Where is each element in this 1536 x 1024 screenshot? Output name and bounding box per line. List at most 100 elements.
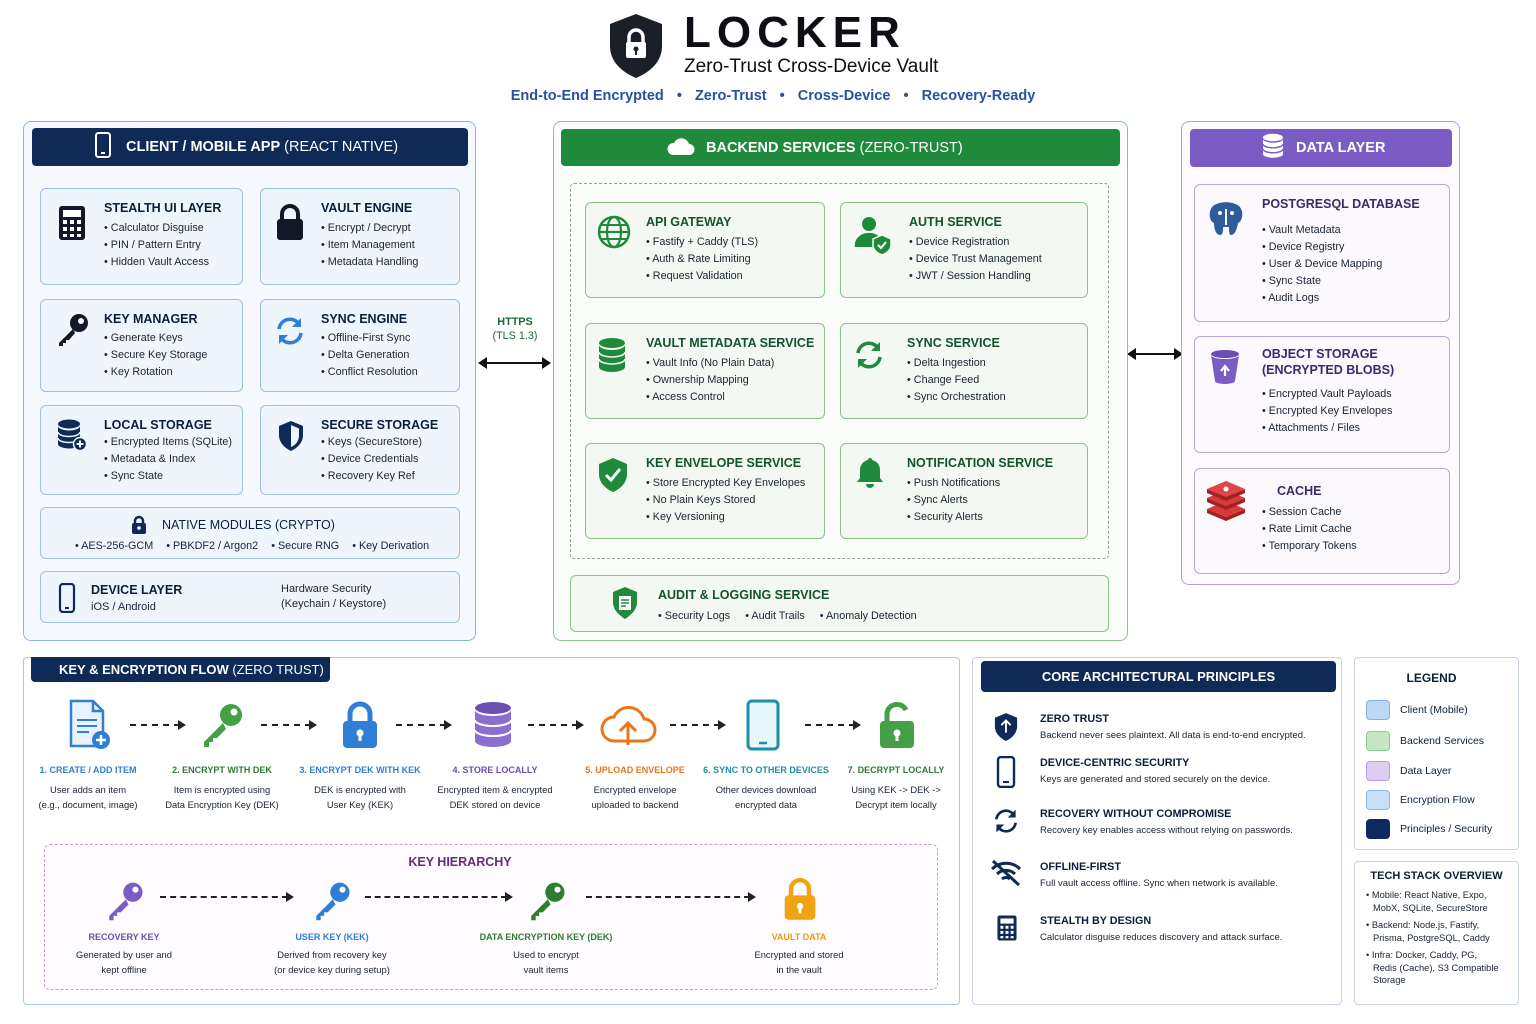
hierarchy-text-line: Derived from recovery key — [277, 949, 387, 960]
database-icon — [597, 337, 627, 378]
phone-icon — [58, 582, 76, 618]
native-item: PBKDF2 / Argon2 — [172, 540, 259, 552]
data-card: POSTGRESQL DATABASE Vault MetadataDevice… — [1194, 184, 1450, 322]
card-item: Metadata Handling — [321, 254, 419, 271]
lock-icon — [330, 695, 390, 755]
backend-title-suffix: (ZERO-TRUST) — [855, 139, 963, 156]
card-item: Item Management — [321, 237, 418, 254]
legend-label: Principles / Security — [1400, 823, 1493, 835]
principle-desc: Full vault access offline. Sync when net… — [1040, 878, 1278, 889]
backend-card: SYNC SERVICE Delta IngestionChange FeedS… — [840, 323, 1088, 419]
card-item: Rate Limit Cache — [1262, 521, 1357, 538]
tag: Recovery-Ready — [921, 88, 1036, 104]
principle-desc: Keys are generated and stored securely o… — [1040, 774, 1271, 785]
flow-arrow — [130, 720, 186, 730]
bell-icon — [855, 456, 885, 495]
legend-label: Client (Mobile) — [1400, 704, 1468, 716]
postgres-elephant-icon — [1207, 201, 1245, 244]
native-item: AES-256-GCM — [81, 540, 154, 552]
card-title: POSTGRESQL DATABASE — [1262, 197, 1420, 211]
legend-swatch — [1366, 700, 1390, 720]
card-title: API GATEWAY — [646, 215, 732, 229]
legend-label: Backend Services — [1400, 735, 1485, 747]
step-label: 6. SYNC TO OTHER DEVICES — [703, 765, 829, 775]
hierarchy-text-line: (or device key during setup) — [274, 964, 390, 975]
recovery-key-icon — [104, 880, 146, 927]
data-card: OBJECT STORAGE (ENCRYPTED BLOBS) Encrypt… — [1194, 336, 1450, 453]
step-text-line: Item is encrypted using — [173, 784, 271, 795]
data-layer-title: DATA LAYER — [1296, 140, 1386, 156]
step-text: User adds an item(e.g., document, image) — [18, 782, 158, 812]
app-title: LOCKER — [684, 8, 906, 57]
tag-separator: • — [779, 88, 785, 104]
offline-icon — [990, 859, 1022, 892]
step-label: 5. UPLOAD ENVELOPE — [585, 765, 685, 775]
key-hierarchy-title: KEY HIERARCHY — [408, 855, 512, 869]
backend-card: AUTH SERVICE Device RegistrationDevice T… — [840, 202, 1088, 298]
card-item: Metadata & Index — [104, 451, 232, 468]
card-item: Sync State — [104, 468, 232, 485]
backend-services-group — [570, 183, 1109, 559]
unlock-icon — [867, 695, 927, 755]
calculator-icon — [996, 914, 1018, 947]
legend-item: Encryption Flow — [1366, 790, 1475, 810]
step-text-line: DEK stored on device — [449, 799, 541, 810]
hierarchy-arrow — [365, 892, 513, 902]
step-label: 1. CREATE / ADD ITEM — [39, 765, 137, 775]
lock-icon — [275, 203, 305, 241]
card-item: Encrypted Key Envelopes — [1262, 403, 1393, 420]
card-item: Offline-First Sync — [321, 330, 418, 347]
card-item: Delta Ingestion — [907, 355, 1006, 372]
card-title: SYNC SERVICE — [907, 336, 1000, 350]
card-item: Encrypted Items (SQLite) — [104, 434, 232, 451]
user-key-icon — [311, 880, 353, 927]
tech-line: Prisma, PostgreSQL, Caddy — [1373, 932, 1490, 943]
key-icon — [55, 312, 91, 348]
card-item: Audit Logs — [1262, 290, 1382, 307]
client-card: SECURE STORAGE Keys (SecureStore)Device … — [260, 405, 460, 495]
user-shield-icon — [854, 215, 892, 260]
hierarchy-text-line: vault items — [523, 964, 569, 975]
hierarchy-text: Derived from recovery key (or device key … — [246, 947, 418, 977]
legend-item: Principles / Security — [1366, 819, 1492, 839]
card-item: JWT / Session Handling — [909, 268, 1042, 285]
sync-icon — [274, 315, 306, 347]
card-item: Store Encrypted Key Envelopes — [646, 475, 805, 492]
card-item: Hidden Vault Access — [104, 254, 209, 271]
cloud-icon — [665, 136, 695, 160]
tech-line: Mobile: React Native, Expo, — [1371, 890, 1487, 900]
step-label: 7. DECRYPT LOCALLY — [847, 765, 945, 775]
hierarchy-label: RECOVERY KEY — [88, 932, 160, 942]
backend-card: VAULT METADATA SERVICE Vault Info (No Pl… — [585, 323, 825, 419]
card-title: OBJECT STORAGE — [1262, 347, 1378, 361]
legend-label: Data Layer — [1400, 765, 1452, 777]
principle-title: STEALTH BY DESIGN — [1040, 915, 1152, 927]
tech-item: • Backend: Node.js, Fastify,Prisma, Post… — [1366, 919, 1516, 944]
cloud-upload-icon — [598, 695, 658, 755]
tech-list: • Mobile: React Native, Expo,MobX, SQLit… — [1366, 889, 1516, 987]
hw-security-2: (Keychain / Keystore) — [281, 598, 387, 610]
audit-item: Audit Trails — [751, 610, 805, 622]
card-title: KEY MANAGER — [104, 312, 198, 326]
card-item: Encrypt / Decrypt — [321, 220, 418, 237]
card-item: Calculator Disguise — [104, 220, 209, 237]
card-item: Conflict Resolution — [321, 364, 418, 381]
card-item: Key Versioning — [646, 509, 805, 526]
hierarchy-arrow — [586, 892, 756, 902]
app-subtitle: Zero-Trust Cross-Device Vault — [684, 56, 939, 77]
card-title: STEALTH UI LAYER — [104, 201, 222, 215]
vault-lock-icon — [782, 876, 818, 927]
legend-swatch — [1366, 790, 1390, 810]
card-item: Recovery Key Ref — [321, 468, 422, 485]
sync-icon — [853, 339, 885, 376]
card-title-line2: (ENCRYPTED BLOBS) — [1262, 363, 1395, 377]
card-item: User & Device Mapping — [1262, 256, 1382, 273]
native-item: Secure RNG — [277, 540, 340, 552]
